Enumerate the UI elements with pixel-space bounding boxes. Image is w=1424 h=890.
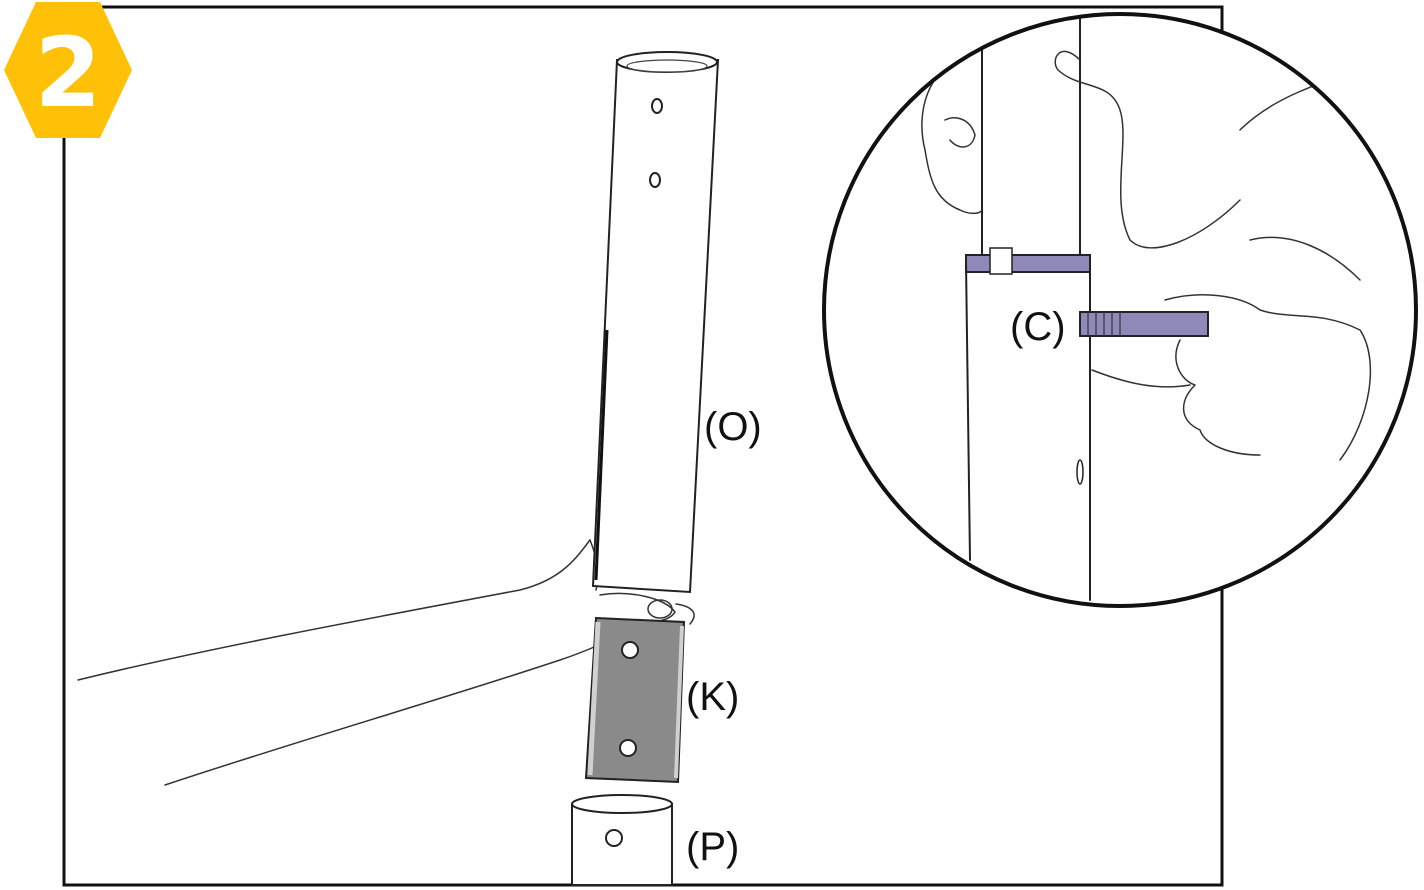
label-part-k: (K) [686, 675, 739, 719]
step-number: 2 [35, 17, 102, 129]
bolt-c [1079, 311, 1209, 337]
step-badge: 2 [4, 2, 132, 138]
label-part-c: (C) [1010, 305, 1066, 349]
pole-hole [649, 172, 661, 188]
pole-p [571, 794, 673, 886]
inset-pole-hole [1076, 459, 1084, 485]
pole-hole [605, 829, 623, 847]
step-badge-hexagon [4, 2, 132, 138]
detail-inset: (C) [822, 12, 1418, 608]
label-part-o: (O) [704, 405, 762, 449]
pole-hole [651, 98, 663, 114]
pole-o [591, 51, 720, 594]
label-part-p: (P) [686, 825, 739, 869]
sleeve-k [584, 616, 686, 784]
sleeve-hole [621, 641, 639, 659]
sleeve-hole [619, 739, 637, 757]
